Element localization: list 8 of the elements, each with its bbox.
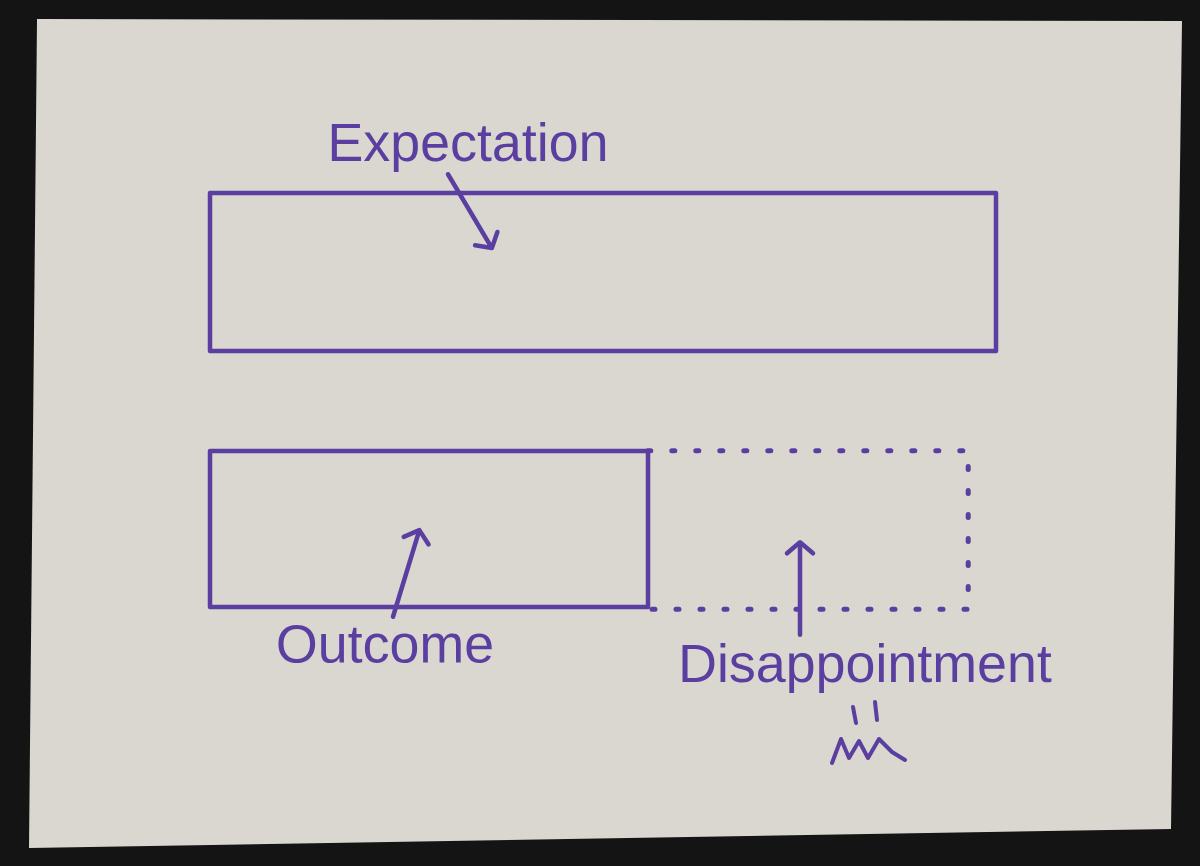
label: Expectation [331, 121, 606, 173]
label: Outcome [278, 624, 492, 664]
arrow [390, 527, 431, 619]
label: Disappointment [682, 642, 1052, 694]
outline-box [207, 190, 999, 354]
dotted-box [645, 448, 971, 612]
arrow [445, 172, 500, 251]
outline-box [207, 448, 651, 610]
